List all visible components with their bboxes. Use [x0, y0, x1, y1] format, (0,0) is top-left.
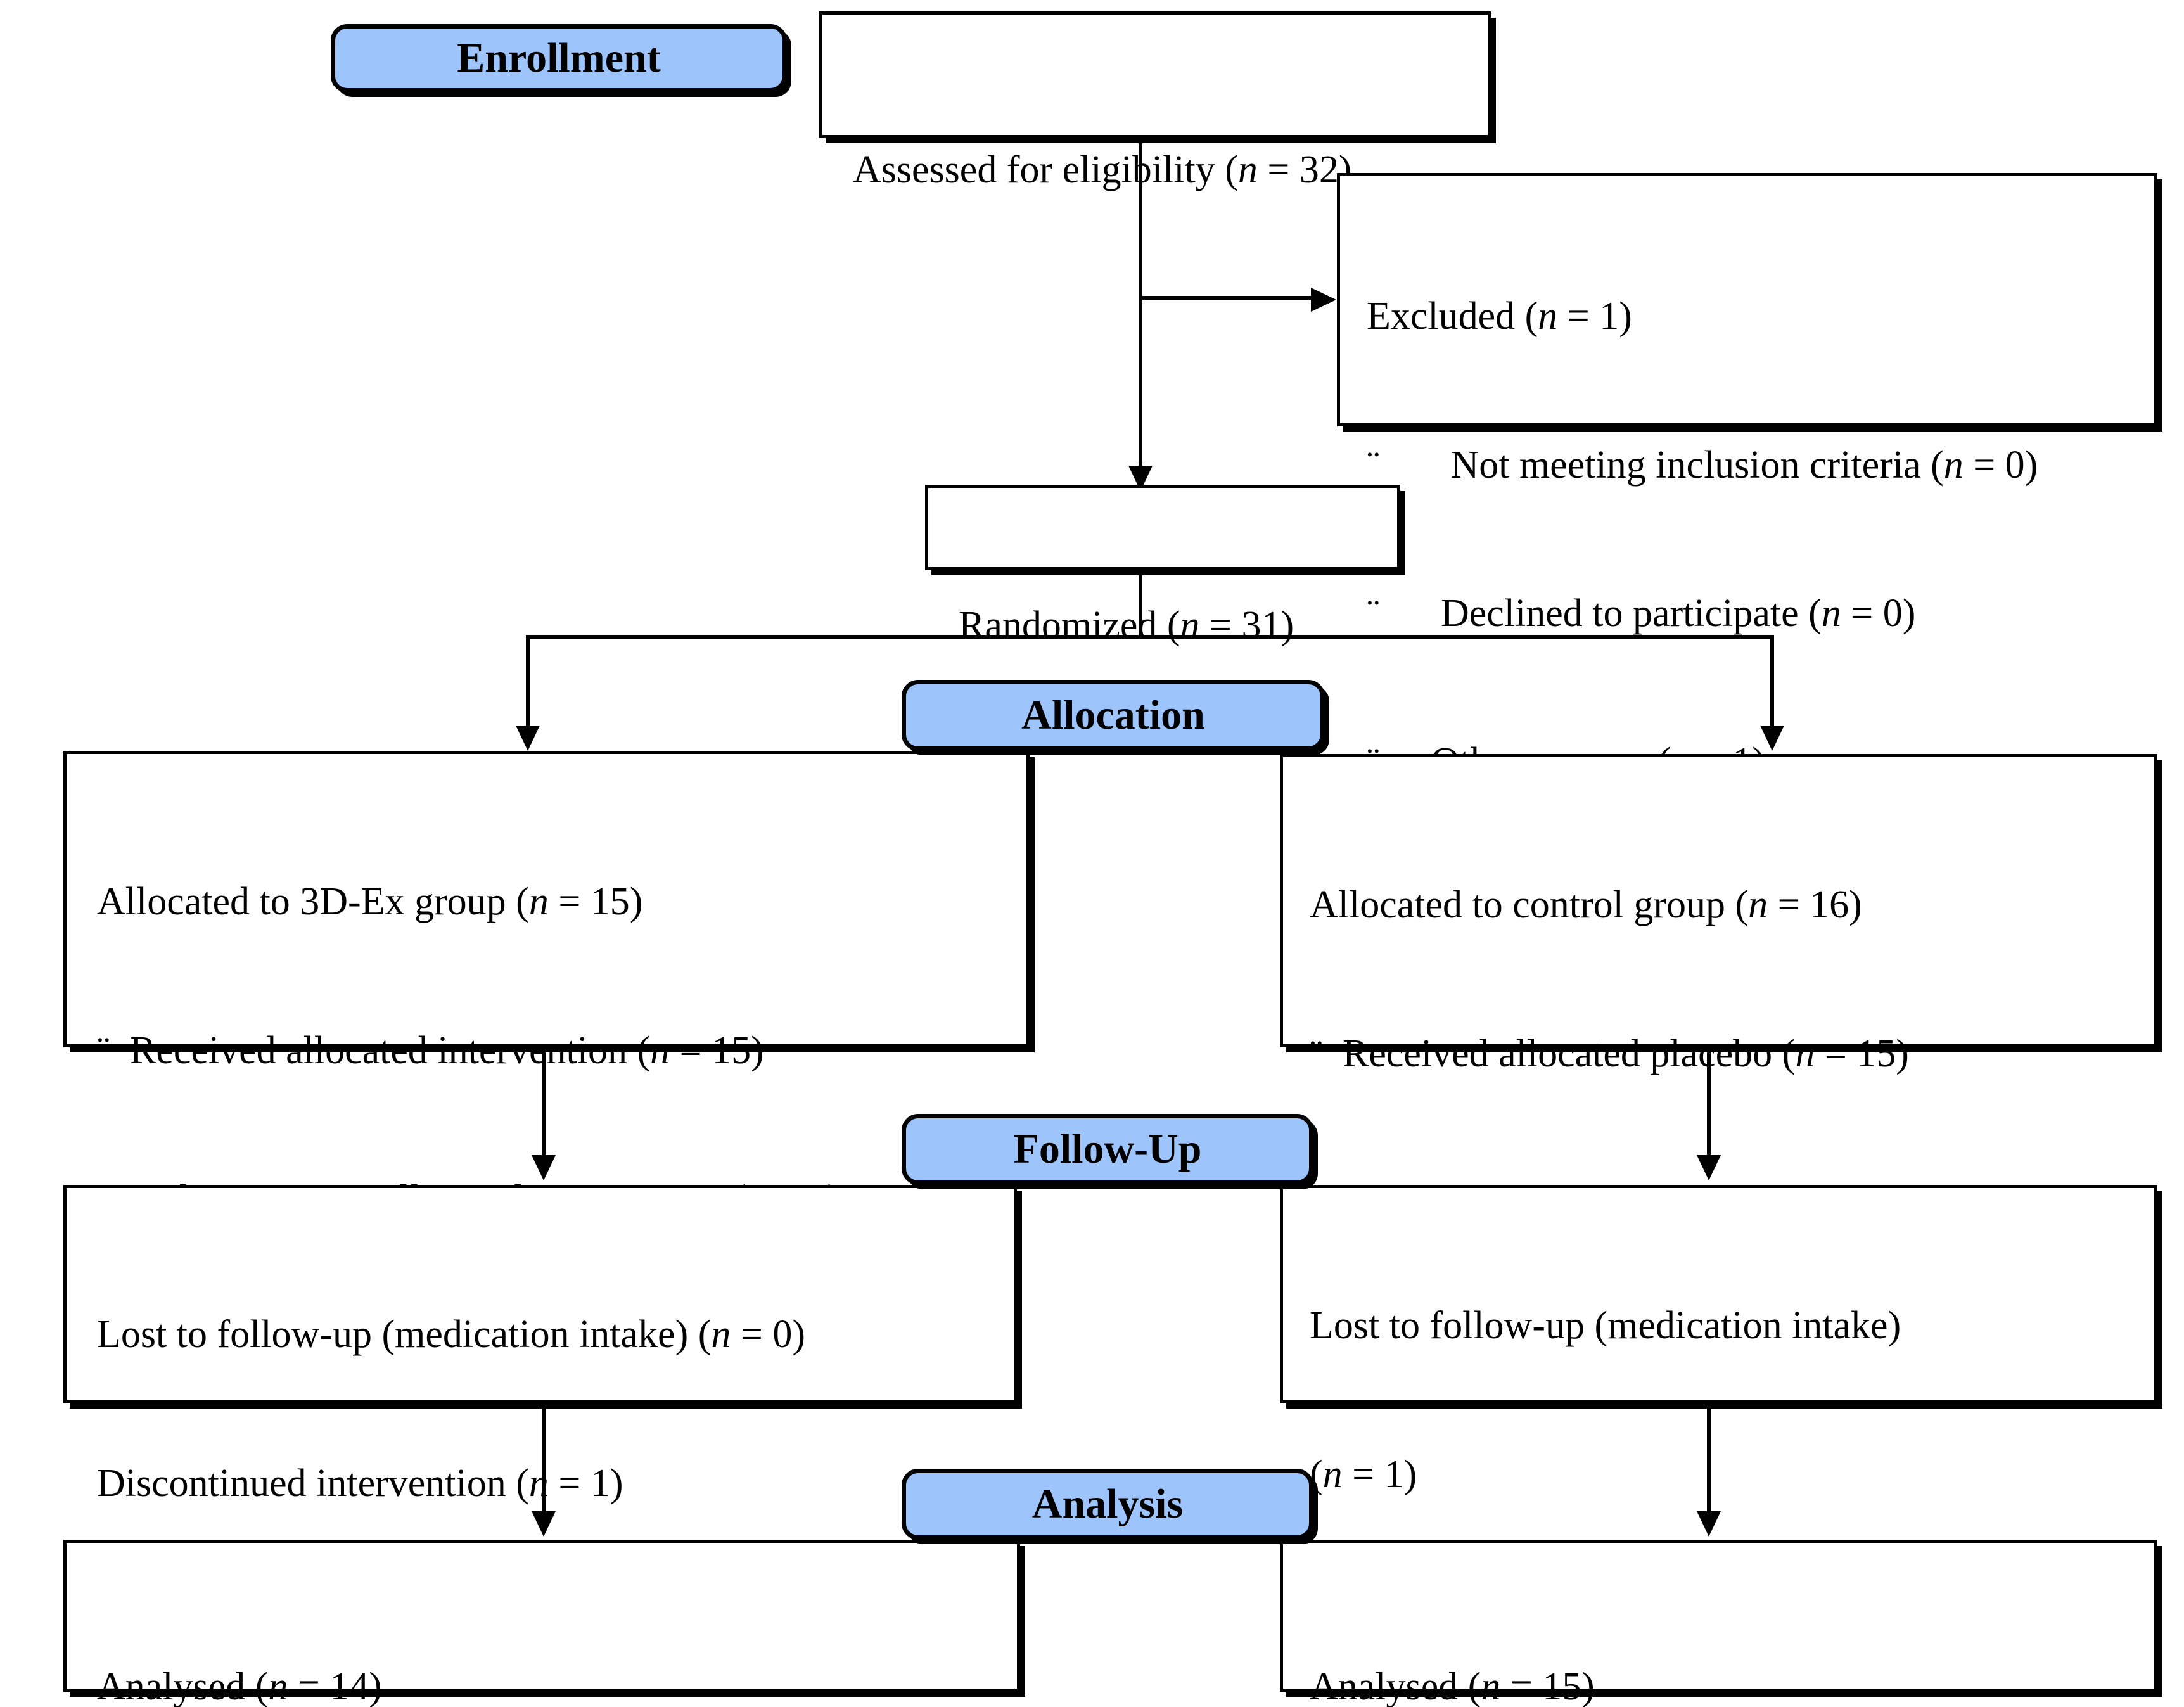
node-randomized: Randomized (n = 31): [925, 485, 1400, 647]
analysis-left-text: Analysed (n = 14) ¨Excluded from analysi…: [67, 1543, 1017, 1707]
assessed-line-1: Assessed for eligibility (n = 32): [853, 148, 1352, 192]
arrowhead-to-excluded: [1311, 288, 1336, 312]
connector-alloc-left-down: [542, 1047, 546, 1165]
randomized-text: Randomized (n = 31): [928, 488, 1397, 750]
connector-assessed-down: [1139, 138, 1142, 487]
analysis-right-line-1: Analysed (n = 15): [1310, 1662, 2154, 1707]
follow-left-text: Lost to follow-up (medication intake) (n…: [67, 1188, 1014, 1607]
node-analysis-control: Analysed (n = 15) ¨Excluded from analysi…: [1280, 1540, 2157, 1707]
node-assessed-for-eligibility: Assessed for eligibility (n = 32): [819, 11, 1491, 191]
n-symbol: n: [1322, 1452, 1343, 1496]
analysis-right-text: Analysed (n = 15) ¨Excluded from analysi…: [1283, 1543, 2154, 1707]
node-excluded: Excluded (n = 1) ¨ Not meeting inclusion…: [1337, 173, 2157, 783]
node-follow-up-intervention: Lost to follow-up (medication intake) (n…: [63, 1185, 1017, 1505]
arrowhead-alloc-right: [1760, 726, 1784, 751]
n-symbol: n: [528, 880, 549, 924]
n-symbol: n: [1943, 443, 1964, 487]
n-symbol: n: [1481, 1665, 1501, 1707]
n-symbol: n: [268, 1665, 288, 1707]
excluded-line-1: Excluded (n = 1): [1367, 295, 1632, 338]
excluded-line-3: ¨ Declined to participate (n = 0): [1367, 589, 2154, 638]
connector-randomized-down: [1139, 570, 1142, 637]
node-analysis-intervention: Analysed (n = 14) ¨Excluded from analysi…: [63, 1540, 1020, 1707]
alloc-left-line-2: ¨Received allocated intervention (n = 15…: [97, 1026, 1026, 1075]
stage-banner-analysis: Analysis: [902, 1469, 1313, 1540]
n-symbol: n: [1821, 591, 1841, 635]
alloc-left-line-1: Allocated to 3D-Ex group (n = 15): [97, 880, 643, 924]
stage-banner-enrollment-label: Enrollment: [457, 35, 661, 81]
alloc-right-line-2: ¨Received allocated placebo (n = 15): [1310, 1029, 2154, 1078]
randomized-line-1: Randomized (n = 31): [959, 604, 1294, 648]
stage-banner-allocation-label: Allocation: [1021, 692, 1205, 738]
connector-split-left-down: [526, 635, 530, 739]
node-follow-up-control: Lost to follow-up (medication intake) (n…: [1280, 1185, 2157, 1644]
arrowhead-follow-left: [532, 1155, 556, 1180]
bullet-marker-icon: ¨: [1367, 443, 1380, 487]
n-symbol: n: [650, 1028, 670, 1072]
arrowhead-follow-right: [1697, 1155, 1721, 1180]
assessed-text: Assessed for eligibility (n = 32): [822, 15, 1488, 294]
n-symbol: n: [711, 1313, 731, 1357]
bullet-marker-icon: ¨: [1367, 591, 1380, 635]
connector-to-excluded: [1139, 296, 1316, 300]
connector-follow-left-down: [542, 1403, 546, 1521]
connector-split-right-down: [1770, 635, 1774, 739]
follow-left-line-2: Discontinued intervention (n = 1): [97, 1461, 623, 1505]
stage-banner-analysis-label: Analysis: [1031, 1481, 1184, 1527]
stage-banner-enrollment: Enrollment: [331, 24, 787, 93]
connector-alloc-right-down: [1707, 1047, 1711, 1165]
n-symbol: n: [1180, 604, 1200, 648]
connector-follow-right-down: [1707, 1403, 1711, 1521]
stage-banner-allocation: Allocation: [902, 680, 1325, 751]
node-allocated-control: Allocated to control group (n = 16) ¨Rec…: [1280, 754, 2157, 1372]
node-allocated-intervention: Allocated to 3D-Ex group (n = 15) ¨Recei…: [63, 751, 1030, 1220]
alloc-right-line-1: Allocated to control group (n = 16): [1310, 883, 1862, 927]
follow-left-line-1: Lost to follow-up (medication intake) (n…: [97, 1313, 805, 1357]
n-symbol: n: [1748, 883, 1768, 927]
stage-banner-follow-up-label: Follow-Up: [1013, 1126, 1202, 1172]
arrowhead-alloc-left: [516, 726, 540, 751]
connector-split-horizontal: [526, 635, 1774, 639]
arrowhead-analysis-right: [1697, 1511, 1721, 1537]
analysis-left-line-1: Analysed (n = 14): [97, 1662, 1017, 1707]
n-symbol: n: [1237, 148, 1258, 192]
follow-right-line-1: Lost to follow-up (medication intake): [1310, 1304, 1901, 1348]
n-symbol: n: [1538, 295, 1558, 338]
stage-banner-follow-up: Follow-Up: [902, 1114, 1313, 1185]
n-symbol: n: [1795, 1032, 1815, 1075]
bullet-marker-icon: ¨: [97, 1028, 110, 1072]
arrowhead-analysis-left: [532, 1511, 556, 1537]
excluded-line-2: ¨ Not meeting inclusion criteria (n = 0): [1367, 440, 2154, 490]
bullet-marker-icon: ¨: [1310, 1032, 1323, 1075]
n-symbol: n: [528, 1461, 549, 1505]
follow-right-line-2: (n = 1): [1310, 1452, 1417, 1496]
